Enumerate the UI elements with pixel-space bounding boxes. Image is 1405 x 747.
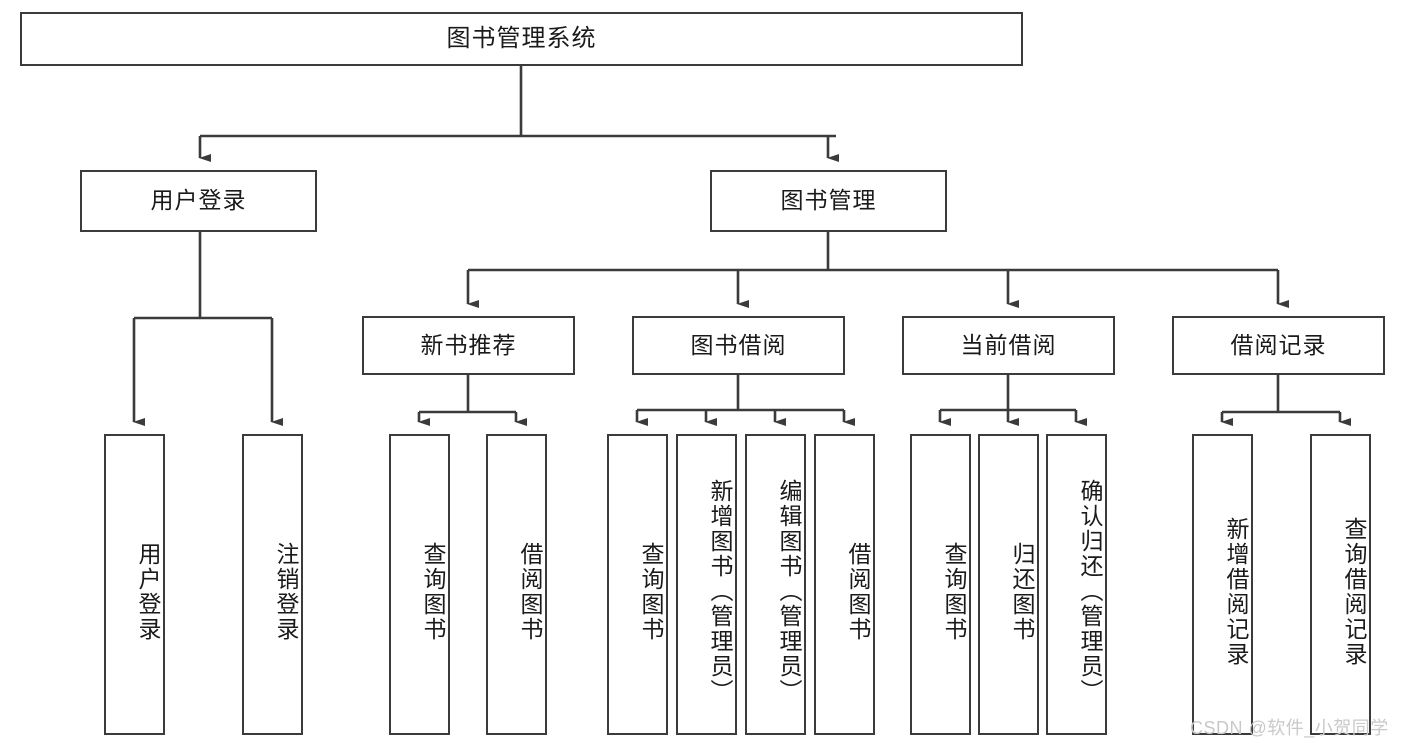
leaf-user-login[interactable]: 用户登录 [104,434,165,735]
leaf-query-books-recommendation[interactable]: 查询图书 [389,434,450,735]
leaf-return-books[interactable]: 归还图书 [978,434,1039,735]
node-root-system[interactable]: 图书管理系统 [20,12,1023,66]
node-new-book-recommendation[interactable]: 新书推荐 [362,316,575,375]
leaf-query-borrow-record[interactable]: 查询借阅记录 [1310,434,1371,735]
node-current-borrowing[interactable]: 当前借阅 [902,316,1115,375]
node-book-borrowing[interactable]: 图书借阅 [632,316,845,375]
leaf-logout[interactable]: 注销登录 [242,434,303,735]
leaf-confirm-return-admin[interactable]: 确认归还（管理员） [1046,434,1107,735]
node-book-management[interactable]: 图书管理 [710,170,947,232]
node-user-login[interactable]: 用户登录 [80,170,317,232]
leaf-edit-book-admin[interactable]: 编辑图书（管理员） [745,434,806,735]
watermark: CSDN @软件_小贺同学 [1190,718,1389,738]
leaf-borrow-books-recommendation[interactable]: 借阅图书 [486,434,547,735]
leaf-query-books-current[interactable]: 查询图书 [910,434,971,735]
node-borrow-records[interactable]: 借阅记录 [1172,316,1385,375]
leaf-borrow-books-borrowing[interactable]: 借阅图书 [814,434,875,735]
leaf-add-borrow-record[interactable]: 新增借阅记录 [1192,434,1253,735]
leaf-query-books-borrowing[interactable]: 查询图书 [607,434,668,735]
leaf-add-book-admin[interactable]: 新增图书（管理员） [676,434,737,735]
